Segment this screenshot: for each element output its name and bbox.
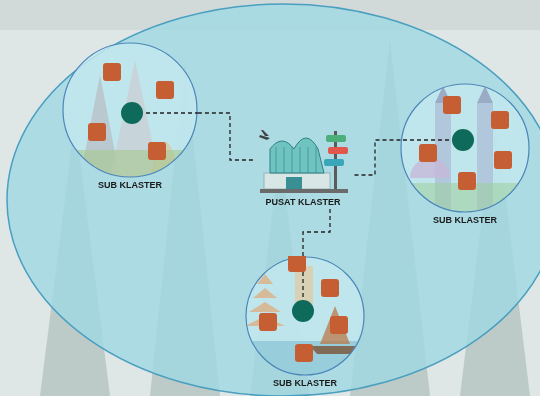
node-label: SUB KLASTER <box>62 180 198 191</box>
landmark-illustration <box>62 60 198 178</box>
node-label: PUSAT KLASTER <box>253 197 353 208</box>
hub-dot <box>292 300 314 322</box>
dashed-connector <box>198 113 253 160</box>
hub-dot <box>452 129 474 151</box>
member-square <box>330 316 348 334</box>
member-square <box>156 81 174 99</box>
hub-node: PUSAT KLASTER <box>253 113 353 208</box>
sub-cluster-circle <box>245 256 365 376</box>
member-square <box>458 172 476 190</box>
member-square <box>259 313 277 331</box>
landmark-illustration <box>245 266 365 376</box>
sub-cluster-node: SUB KLASTER <box>400 83 530 226</box>
member-square <box>491 111 509 129</box>
dashed-connector <box>353 140 400 175</box>
sub-cluster-circle <box>400 83 530 213</box>
sub-cluster-circle <box>62 42 198 178</box>
sub-cluster-node: SUB KLASTER <box>245 256 365 389</box>
hub-dot <box>121 102 143 124</box>
member-square <box>88 123 106 141</box>
node-label: SUB KLASTER <box>400 215 530 226</box>
node-label: SUB KLASTER <box>245 378 365 389</box>
member-square <box>288 256 306 272</box>
member-square <box>148 142 166 160</box>
sub-cluster-node: SUB KLASTER <box>62 42 198 191</box>
member-square <box>443 96 461 114</box>
member-square <box>494 151 512 169</box>
member-square <box>103 63 121 81</box>
dashed-connector <box>303 208 330 256</box>
hub-building-icon <box>256 113 350 195</box>
landmark-illustration <box>400 86 530 213</box>
member-square <box>419 144 437 162</box>
member-square <box>295 344 313 362</box>
member-square <box>321 279 339 297</box>
